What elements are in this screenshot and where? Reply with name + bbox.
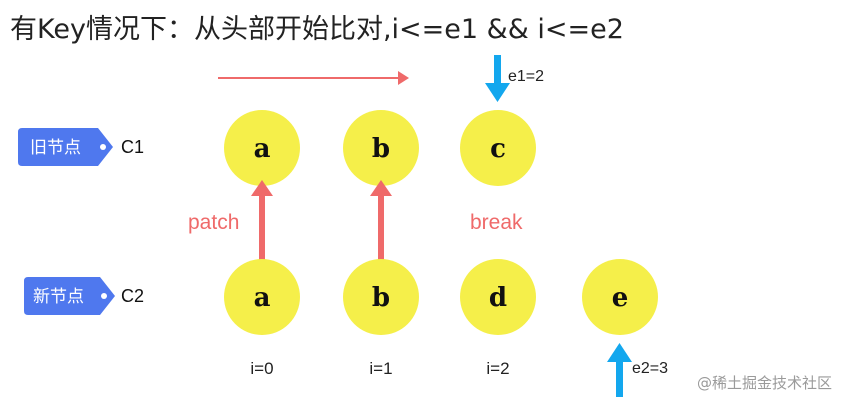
svg-text:a: a [254,283,271,313]
direction-arrow [218,71,409,85]
new-node-e: e [582,259,658,335]
index-label-0: i=0 [250,359,273,378]
e2-label: e2=3 [632,360,668,377]
old-nodes-tag: 旧节点 [18,128,113,166]
svg-text:d: d [489,283,507,313]
old-nodes-tag-label: 旧节点 [30,138,81,158]
svg-text:e: e [612,283,629,313]
new-node-b: b [343,259,419,335]
new-node-a: a [224,259,300,335]
patch-arrow-a [251,180,273,260]
e1-pointer-arrow [485,55,510,102]
svg-text:a: a [254,134,271,164]
svg-text:c: c [490,134,506,164]
new-node-d: d [460,259,536,335]
index-label-1: i=1 [369,359,392,378]
index-label-2: i=2 [486,359,509,378]
old-node-a: a [224,110,300,186]
e2-pointer-arrow [607,343,632,397]
diagram-title: 有Key情况下：从头部开始比对,i<=e1 && i<=e2 [10,14,624,45]
svg-text:b: b [372,134,390,164]
e1-label: e1=2 [508,68,544,85]
old-node-c: c [460,110,536,186]
new-nodes-tag: 新节点 [24,277,115,315]
old-node-b: b [343,110,419,186]
patch-arrow-b [370,180,392,260]
new-row-label: C2 [121,286,144,306]
new-nodes-tag-label: 新节点 [33,287,84,307]
watermark: @稀土掘金技术社区 [697,374,832,392]
svg-text:b: b [372,283,390,313]
old-row-label: C1 [121,137,144,157]
patch-label: patch [188,211,239,234]
break-label: break [470,211,523,234]
